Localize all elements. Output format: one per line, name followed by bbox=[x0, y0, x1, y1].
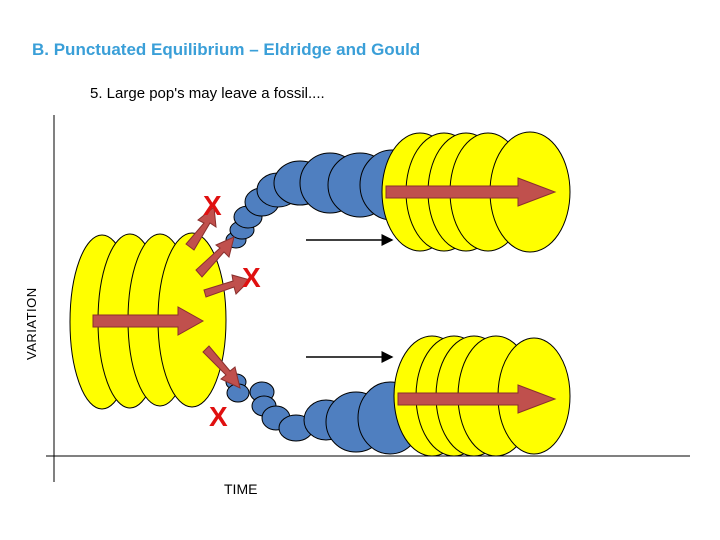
slide-title: B. Punctuated Equilibrium – Eldridge and… bbox=[32, 40, 421, 59]
upper-stasis-arrow bbox=[385, 177, 557, 207]
lower-branch-small-populations bbox=[225, 373, 423, 455]
branch-arrow-up-left bbox=[185, 206, 217, 251]
ancestral-stasis-arrow bbox=[92, 306, 205, 336]
extinction-mark-lower: X bbox=[209, 401, 228, 432]
stasis-arrows bbox=[92, 177, 557, 414]
branch-arrow-up-right bbox=[195, 236, 235, 278]
branch-arrow-down bbox=[202, 345, 241, 389]
extinction-mark-upper: X bbox=[203, 190, 222, 221]
slide-subtitle: 5. Large pop's may leave a fossil.... bbox=[90, 85, 325, 102]
x-axis-label: TIME bbox=[224, 481, 258, 497]
extinction-mark-middle: X bbox=[242, 262, 261, 293]
branching-arrows bbox=[185, 206, 251, 389]
lower-stasis-arrow bbox=[397, 384, 557, 414]
branch-arrow-right bbox=[203, 274, 251, 298]
